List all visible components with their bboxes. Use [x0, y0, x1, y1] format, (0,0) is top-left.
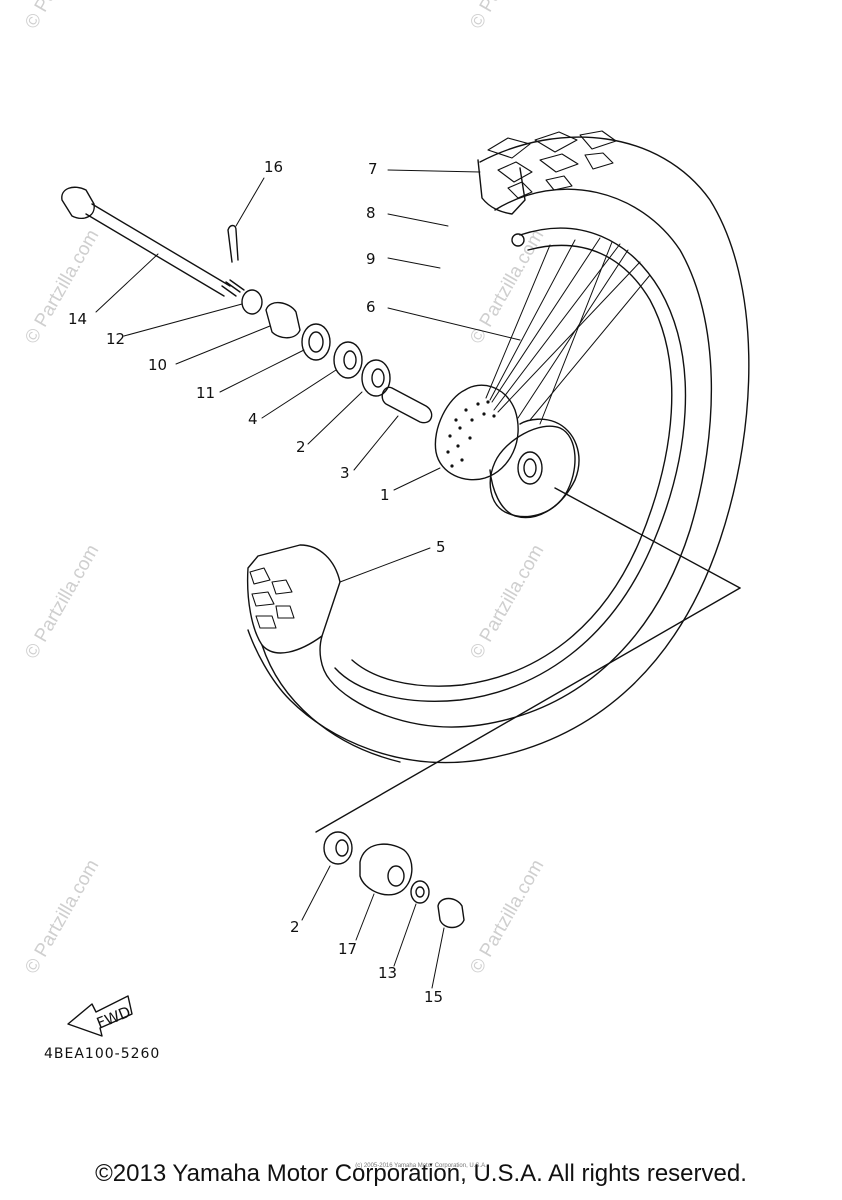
watermark: © Partzilla.com: [466, 856, 548, 977]
washer-13: [410, 880, 430, 904]
tread-pattern-bottom: [249, 567, 295, 629]
tire-side-line: [261, 644, 401, 763]
hub-flange-right: [489, 425, 576, 518]
projection-line: [315, 587, 741, 833]
callout-17: 17: [338, 940, 357, 958]
callout-1: 1: [380, 486, 390, 504]
watermark: © Partzilla.com: [21, 0, 103, 33]
hub-bore-inner: [523, 458, 537, 478]
callout-6: 6: [366, 298, 376, 316]
hub-flange-left: [434, 384, 519, 481]
bearing-2: [361, 359, 391, 397]
tire-outer-edge: [247, 136, 750, 764]
axle-illustration: [61, 186, 245, 297]
washer-12: [241, 289, 263, 315]
lower-assembly: [323, 831, 465, 929]
bearing-4: [333, 341, 363, 379]
callout-5: 5: [436, 538, 446, 556]
callout-12: 12: [106, 330, 125, 348]
nut-15: [437, 897, 465, 929]
callout-7: 7: [368, 160, 378, 178]
watermark: © Partzilla.com: [21, 541, 103, 662]
tread-pattern-top: [487, 130, 617, 199]
cotter-pin: [227, 224, 239, 263]
disc-holes: [446, 400, 496, 468]
hub-bore: [517, 451, 543, 485]
spacer-3: [381, 386, 433, 424]
watermark: © Partzilla.com: [466, 541, 548, 662]
watermark: © Partzilla.com: [21, 856, 103, 977]
collar-10: [265, 302, 301, 339]
projection-line: [554, 487, 741, 589]
callout-2-lower: 2: [290, 918, 300, 936]
copyright-notice: ©2013 Yamaha Motor Corporation, U.S.A. A…: [95, 1160, 747, 1187]
callout-10: 10: [148, 356, 167, 374]
watermark: © Partzilla.com: [466, 226, 548, 347]
rim-inner-edge: [351, 244, 673, 687]
callout-4: 4: [248, 410, 258, 428]
rim-valve-hole: [511, 233, 525, 247]
callout-16: 16: [264, 158, 283, 176]
leader-lines: [95, 169, 521, 989]
callout-2: 2: [296, 438, 306, 456]
tiny-copyright: (c) 2005-2016 Yamaha Motor Corporation, …: [355, 1163, 487, 1169]
callout-15: 15: [424, 988, 443, 1006]
callout-13: 13: [378, 964, 397, 982]
hub-body: [489, 418, 580, 519]
watermark: © Partzilla.com: [466, 0, 548, 33]
axle-head: [61, 186, 95, 220]
tire-inner-edge: [319, 188, 713, 728]
axle-thread: [221, 279, 245, 297]
fwd-arrow-icon: [67, 995, 133, 1037]
watermark: © Partzilla.com: [21, 226, 103, 347]
bearing-2-lower: [323, 831, 353, 865]
tire-top-cut: [477, 159, 526, 215]
tire-illustration: [246, 130, 750, 764]
spokes: [485, 237, 651, 425]
tire-cut-face: [246, 544, 341, 654]
diagram-code: 4BEA100-5260: [44, 1046, 160, 1062]
callout-numbers: 16 7 8 9 6 14 12 10 11 4 2 3 1 5 2 17 13…: [68, 158, 446, 1006]
callout-8: 8: [366, 204, 376, 222]
gear-unit-17: [359, 843, 413, 896]
fwd-label: FWD: [94, 1003, 133, 1033]
callout-11: 11: [196, 384, 215, 402]
oil-seal-11: [301, 323, 331, 361]
callout-14: 14: [68, 310, 87, 328]
watermark-layer: © Partzilla.com © Partzilla.com © Partzi…: [21, 0, 548, 978]
callout-3: 3: [340, 464, 350, 482]
rim-outer-edge: [334, 227, 687, 702]
hub-illustration: [434, 384, 580, 519]
callout-9: 9: [366, 250, 376, 268]
